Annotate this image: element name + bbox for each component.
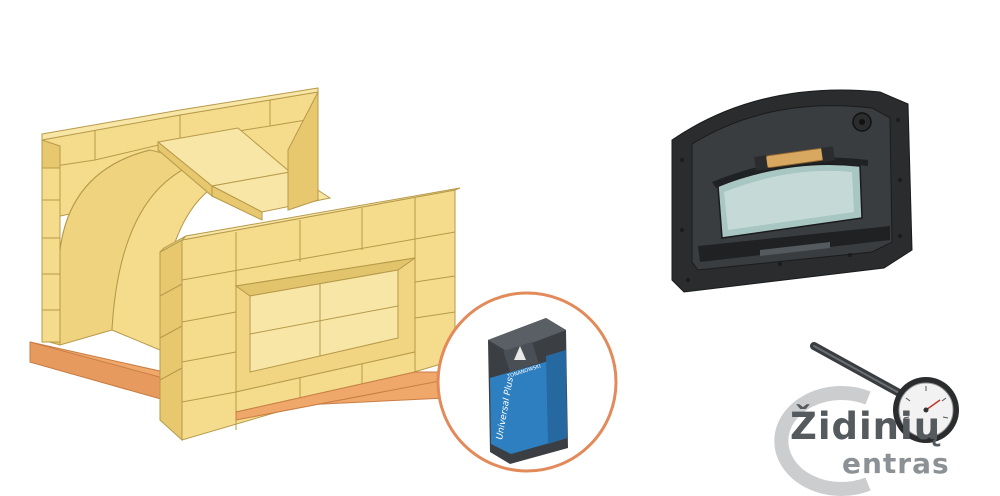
oven-door — [671, 89, 913, 293]
c-ring-logo-icon — [774, 386, 871, 496]
thermometer-icon — [810, 342, 959, 443]
logo-subtitle: entras — [842, 447, 950, 480]
door-vent — [698, 226, 890, 262]
door-handle — [754, 146, 835, 171]
mortar-bag-callout: TONANOWSKI Universal Plus — [436, 291, 618, 473]
brick-oven — [29, 87, 461, 442]
logo-wordmark: Židinių — [790, 405, 942, 448]
door-screws — [680, 118, 902, 282]
